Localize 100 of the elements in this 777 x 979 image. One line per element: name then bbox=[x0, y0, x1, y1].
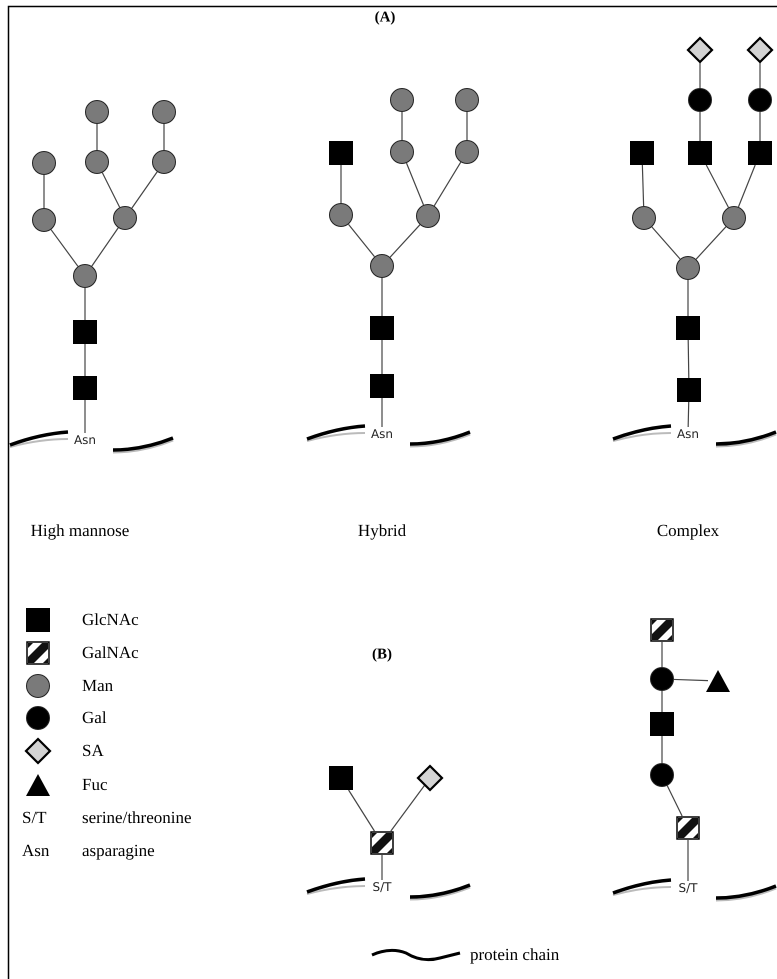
linkage-line bbox=[401, 112, 403, 140]
mannose-symbol bbox=[113, 206, 137, 230]
residue-label: S/T bbox=[678, 881, 698, 895]
residue-label: Asn bbox=[74, 433, 96, 447]
linkage-line bbox=[661, 691, 663, 712]
galnac-symbol bbox=[676, 816, 700, 840]
mannose-symbol bbox=[676, 256, 700, 280]
linkage-line bbox=[102, 172, 120, 208]
galnac-symbol bbox=[370, 831, 394, 855]
linkage-line bbox=[381, 855, 383, 880]
linkage-line bbox=[661, 736, 663, 763]
linkage-line bbox=[687, 840, 689, 881]
linkage-line bbox=[666, 786, 683, 816]
linkage-line bbox=[696, 226, 726, 260]
galactose-symbol bbox=[688, 88, 712, 112]
linkage-line bbox=[642, 164, 644, 206]
galactose-symbol bbox=[748, 88, 772, 112]
linkage-line bbox=[91, 228, 119, 266]
linkage-line bbox=[406, 162, 424, 206]
mannose-symbol bbox=[329, 203, 353, 227]
mannose-symbol bbox=[416, 204, 440, 228]
legend-label: Fuc bbox=[82, 775, 108, 795]
linkage-line bbox=[381, 340, 383, 374]
glcnac-symbol bbox=[73, 376, 97, 400]
linkage-line bbox=[759, 62, 761, 88]
definition-label: asparagine bbox=[82, 841, 155, 861]
linkage-line bbox=[43, 175, 45, 208]
fucose-symbol bbox=[706, 669, 730, 693]
abbreviation-label: S/T bbox=[22, 808, 47, 828]
glcnac-symbol bbox=[370, 316, 394, 340]
mannose-symbol bbox=[85, 100, 109, 124]
mannose-symbol bbox=[32, 208, 56, 232]
definition-label: serine/threonine bbox=[82, 808, 192, 828]
legend-label: SA bbox=[82, 741, 104, 761]
linkage-line bbox=[84, 288, 86, 320]
linkage-line bbox=[738, 164, 756, 208]
galactose-symbol bbox=[650, 667, 674, 691]
glcnac-symbol bbox=[650, 712, 674, 736]
glcnac-symbol bbox=[73, 320, 97, 344]
mannose-symbol bbox=[722, 206, 746, 230]
panel-label: (B) bbox=[372, 646, 392, 664]
panel-label: (A) bbox=[374, 10, 396, 26]
linkage-line bbox=[131, 172, 158, 208]
diagram-caption: Hybrid bbox=[358, 521, 406, 541]
linkage-line bbox=[348, 790, 375, 832]
linkage-line bbox=[699, 62, 701, 88]
sialic-acid-symbol bbox=[418, 766, 442, 790]
glcnac-symbol bbox=[748, 141, 772, 165]
linkage-line bbox=[390, 784, 426, 832]
linkage-line bbox=[661, 642, 663, 667]
galnac-symbol bbox=[650, 618, 674, 642]
diagram-caption: High mannose bbox=[30, 521, 130, 541]
glcnac-symbol bbox=[688, 141, 712, 165]
abbreviation-label: Asn bbox=[22, 841, 50, 861]
linkage-line bbox=[651, 226, 681, 260]
linkage-line bbox=[688, 340, 690, 378]
mannose-symbol bbox=[390, 140, 414, 164]
sialic-acid-symbol bbox=[688, 38, 712, 62]
legend-label: protein chain bbox=[470, 945, 560, 965]
linkage-line bbox=[84, 400, 86, 433]
mannose-symbol bbox=[32, 151, 56, 175]
mannose-symbol bbox=[370, 254, 394, 278]
linkage-line bbox=[340, 165, 342, 203]
glcnac-symbol bbox=[676, 316, 700, 340]
mannose-symbol bbox=[85, 150, 109, 174]
legend-label: GlcNAc bbox=[82, 610, 139, 630]
glcnac-symbol bbox=[630, 141, 654, 165]
glcnac-symbol bbox=[677, 378, 701, 402]
glcnac-symbol bbox=[329, 766, 353, 790]
linkage-line bbox=[84, 344, 86, 376]
linkage-line bbox=[381, 278, 383, 316]
mannose-symbol bbox=[455, 88, 479, 112]
linkage-line bbox=[674, 678, 708, 682]
linkage-line bbox=[759, 112, 761, 141]
linkage-line bbox=[381, 398, 383, 427]
mannose-symbol bbox=[390, 88, 414, 112]
legend-label: GalNAc bbox=[82, 643, 139, 663]
residue-label: Asn bbox=[370, 427, 394, 441]
mannose-symbol bbox=[152, 150, 176, 174]
galactose-symbol bbox=[650, 763, 674, 787]
linkage-line bbox=[50, 229, 78, 267]
mannose-symbol bbox=[632, 206, 656, 230]
legend-label: Man bbox=[82, 676, 114, 696]
linkage-line bbox=[390, 224, 420, 258]
linkage-line bbox=[699, 112, 701, 141]
legend-label: Gal bbox=[82, 708, 107, 728]
residue-label: S/T bbox=[372, 880, 392, 894]
mannose-symbol bbox=[73, 264, 97, 288]
linkage-line bbox=[687, 280, 689, 316]
linkage-line bbox=[96, 124, 98, 150]
linkage-line bbox=[348, 224, 375, 258]
linkage-line bbox=[434, 162, 462, 206]
sialic-acid-symbol bbox=[748, 38, 772, 62]
mannose-symbol bbox=[455, 140, 479, 164]
linkage-line bbox=[688, 402, 690, 428]
residue-label: Asn bbox=[676, 427, 700, 441]
linkage-line bbox=[706, 164, 729, 208]
mannose-symbol bbox=[152, 100, 176, 124]
diagram-caption: Complex bbox=[656, 521, 720, 541]
linkage-line bbox=[466, 112, 468, 140]
